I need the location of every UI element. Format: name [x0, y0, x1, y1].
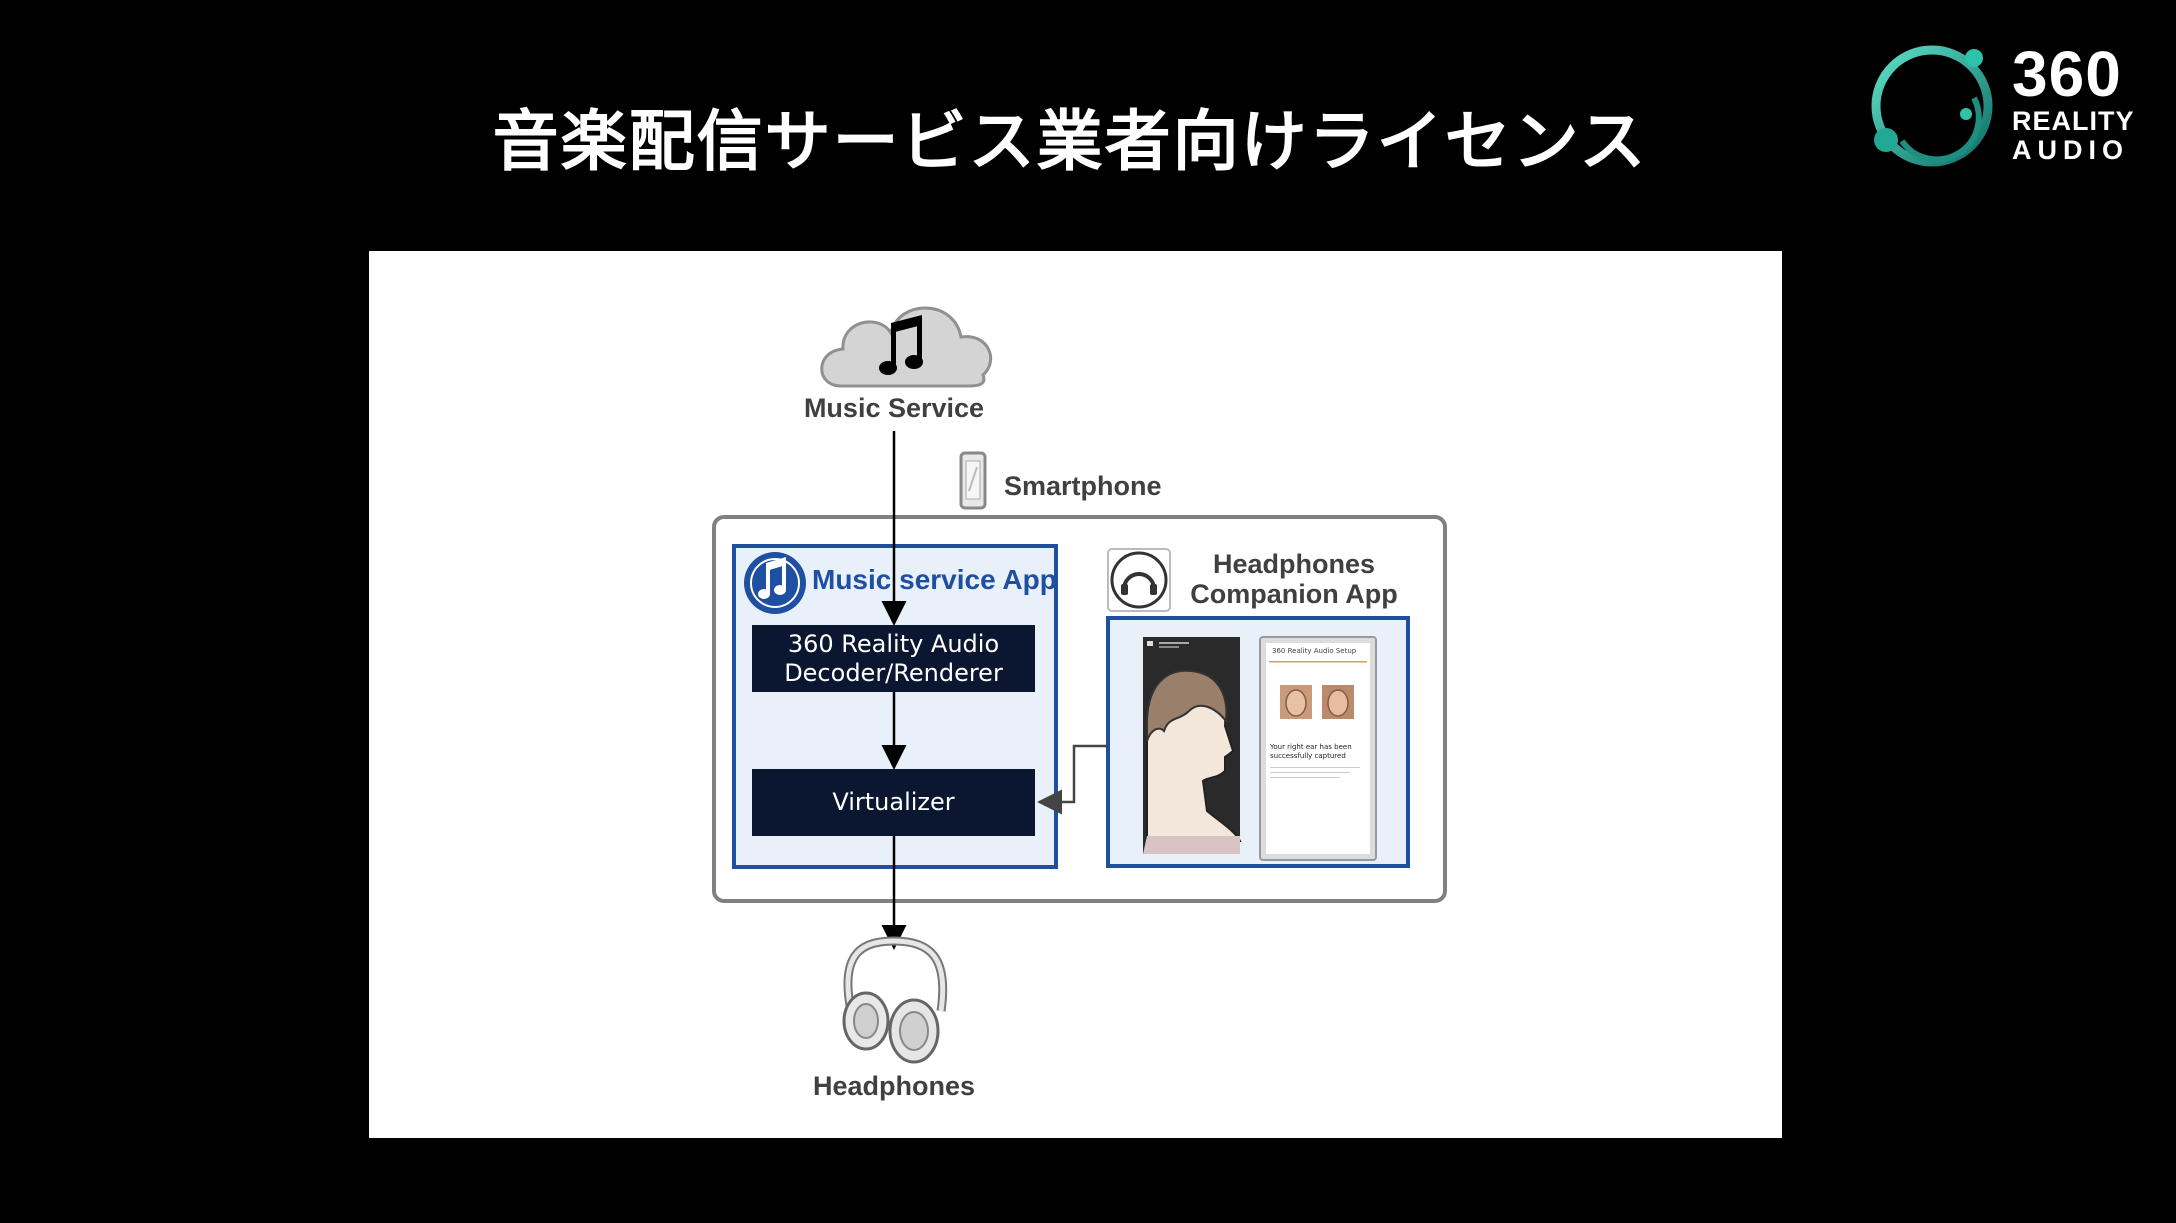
- virtualizer-box: Virtualizer: [752, 769, 1035, 836]
- virtualizer-label: Virtualizer: [832, 788, 955, 816]
- phone-screen-title: 360 Reality Audio Setup: [1272, 647, 1357, 655]
- companion-app-label-line1: Headphones: [1212, 549, 1376, 579]
- companion-app-label-line2: Companion App: [1190, 579, 1398, 609]
- diagram-panel: Music Service Smartphone Music service A…: [369, 251, 1782, 1138]
- logo-360: 360: [2012, 38, 2122, 110]
- 360-reality-audio-logo: 360 REALITY AUDIO: [1862, 36, 2152, 176]
- music-service-app-label: Music service App: [812, 564, 1057, 595]
- logo-audio: AUDIO: [2012, 135, 2129, 165]
- music-note-icon: [879, 315, 923, 375]
- headphones-icon: [842, 936, 948, 1064]
- phone-screen-head-capture: [1143, 637, 1242, 854]
- smartphone-icon: [959, 451, 987, 510]
- slide-title: 音楽配信サービス業者向けライセンス: [492, 103, 1648, 180]
- smartphone-label: Smartphone: [1004, 471, 1162, 501]
- arrow-companion-to-virtualizer: [1037, 744, 1108, 815]
- orbit-ring-icon: [1871, 45, 1993, 167]
- music-service-label: Music Service: [803, 393, 985, 423]
- logo-reality: REALITY: [2012, 106, 2135, 136]
- cloud-icon: [820, 306, 993, 388]
- headphones-app-icon: [1107, 548, 1171, 612]
- phone-screen-ear-capture: [1259, 636, 1377, 861]
- decoder-renderer-box: 360 Reality Audio Decoder/Renderer: [752, 625, 1035, 692]
- phone-screen-message: Your right ear has been successfully cap…: [1270, 743, 1352, 760]
- headphones-label: Headphones: [812, 1071, 976, 1101]
- companion-app-label: Headphones Companion App: [1159, 549, 1429, 609]
- decoder-renderer-label: 360 Reality Audio Decoder/Renderer: [784, 629, 1003, 687]
- music-app-icon: [744, 552, 806, 614]
- diagram-graphics: [712, 306, 1447, 1064]
